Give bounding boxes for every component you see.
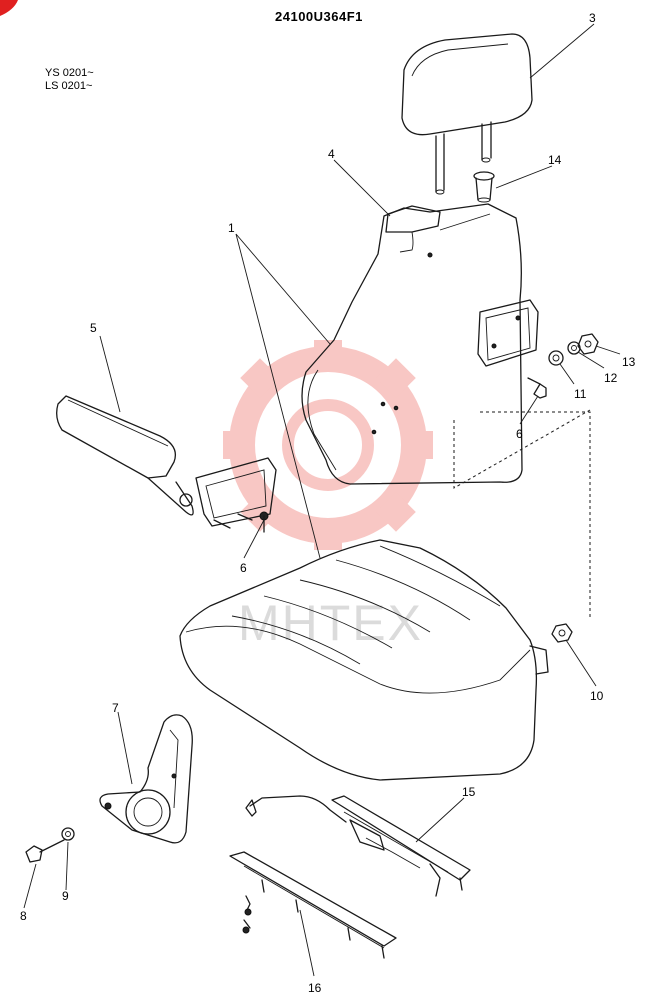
callout-9: 9: [62, 889, 69, 903]
armrest: [56, 395, 277, 529]
watermark-gear-logo: [223, 340, 433, 550]
washer-9: [61, 827, 75, 841]
leader-lines: [23, 23, 621, 977]
bolt-backrest: [527, 377, 547, 399]
callout-10: 10: [590, 689, 604, 703]
nut-13: [577, 333, 599, 355]
callout-8: 8: [20, 909, 27, 923]
serial-range-ls: LS 0201~: [45, 80, 93, 92]
callout-6-armrest: 6: [240, 561, 247, 575]
headrest: [401, 33, 533, 195]
recline-knob-assembly: [99, 714, 193, 844]
headrest-guide: [473, 171, 495, 203]
callout-14: 14: [548, 153, 562, 167]
callout-16: 16: [308, 981, 322, 995]
corner-marker: [0, 0, 18, 16]
seat-cushion: [179, 539, 549, 781]
serial-range-ys: YS 0201~: [45, 67, 94, 79]
callout-1: 1: [228, 221, 235, 235]
callout-6-backrest: 6: [516, 427, 523, 441]
slide-rail-15: [245, 795, 471, 897]
callout-3: 3: [589, 11, 596, 25]
bolt-8: [25, 839, 65, 863]
callout-15: 15: [462, 785, 476, 799]
callout-4: 4: [328, 147, 335, 161]
callout-12: 12: [604, 371, 618, 385]
slide-rail-16: [229, 851, 397, 959]
callout-11: 11: [574, 387, 587, 401]
callout-7: 7: [112, 701, 119, 715]
callout-5: 5: [90, 321, 97, 335]
callout-13: 13: [622, 355, 636, 369]
callout-labels: 3 1 4 5 6 6 14 13 12 11 10 7 8 9 15 16: [20, 11, 636, 995]
nut-10: [551, 623, 573, 643]
washer-11: [548, 350, 564, 366]
backrest: [301, 203, 591, 620]
diagram-part-number: 24100U364F1: [275, 9, 363, 24]
watermark-text: MHTEX: [238, 595, 423, 651]
